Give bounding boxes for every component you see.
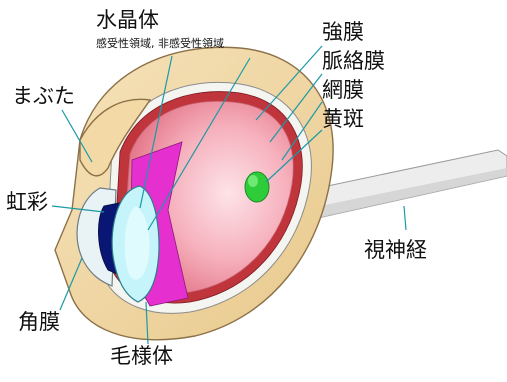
label-iris: 虹彩: [6, 192, 48, 213]
macula-highlight: [248, 175, 258, 187]
label-choroid: 脈絡膜: [322, 51, 385, 72]
leader-optic-nerve: [404, 206, 406, 230]
label-sclera: 強膜: [322, 22, 364, 43]
macula: [245, 172, 269, 202]
label-optic-nerve: 視神経: [364, 240, 427, 261]
label-lens: 水晶体: [96, 10, 159, 31]
label-cornea: 角膜: [18, 312, 60, 333]
label-ciliary-body: 毛様体: [110, 346, 173, 367]
label-macula: 黄斑: [322, 109, 364, 130]
label-eyelid: まぶた: [12, 86, 75, 107]
label-lens-sub: 感受性領域, 非感受性領域: [96, 38, 224, 49]
label-retina: 網膜: [322, 80, 364, 101]
